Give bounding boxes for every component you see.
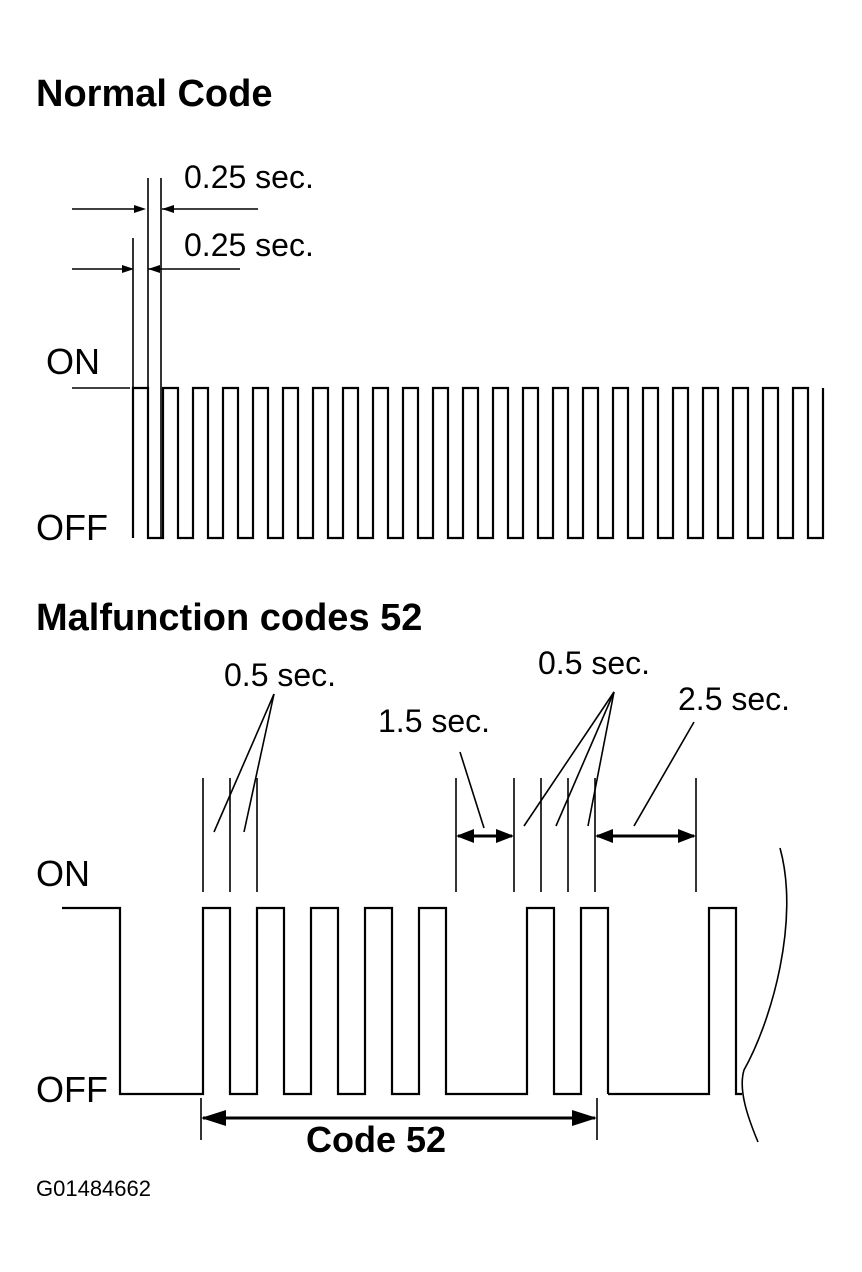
malfunction-on-label: ON <box>36 853 90 894</box>
code-52-label: Code 52 <box>306 1119 446 1160</box>
normal-top-time-label: 0.25 sec. <box>184 159 314 195</box>
malfunction-leader-lines <box>213 691 695 833</box>
malfunction-pause-time-label: 2.5 sec. <box>678 681 790 717</box>
normal-top-dimension <box>72 205 258 213</box>
normal-off-label: OFF <box>36 507 108 548</box>
normal-code-title: Normal Code <box>36 73 272 115</box>
malfunction-gap-time-label: 1.5 sec. <box>378 703 490 739</box>
malfunction-title: Malfunction codes 52 <box>36 597 422 639</box>
break-mark <box>741 847 788 1143</box>
normal-pulse-train <box>131 386 825 540</box>
malfunction-right-time-label: 0.5 sec. <box>538 645 650 681</box>
normal-bottom-time-label: 0.25 sec. <box>184 227 314 263</box>
normal-bottom-dimension <box>72 265 240 273</box>
malfunction-gap-dimension <box>456 829 514 843</box>
malfunction-pause-dimension <box>595 829 696 843</box>
malfunction-off-label: OFF <box>36 1069 108 1110</box>
normal-on-label: ON <box>46 341 100 382</box>
malfunction-pulse-train <box>62 906 742 1096</box>
code-52-span <box>200 1098 598 1140</box>
malfunction-left-time-label: 0.5 sec. <box>224 657 336 693</box>
figure-id: G01484662 <box>36 1176 151 1201</box>
